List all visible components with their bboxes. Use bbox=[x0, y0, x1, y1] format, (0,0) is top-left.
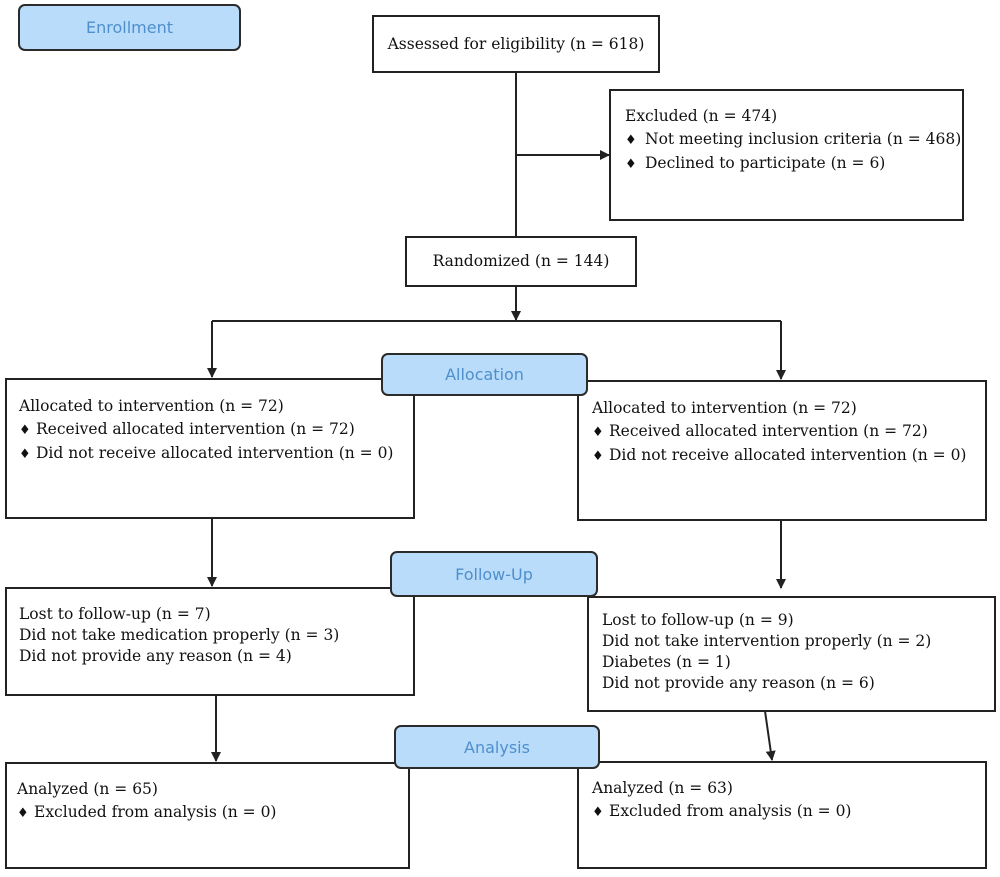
arrow-right-followup-to-analysis bbox=[764, 710, 776, 761]
allocation-right-item: ♦Received allocated intervention (n = 72… bbox=[592, 420, 985, 444]
bullet-icon: ♦ bbox=[17, 806, 29, 821]
allocation-left-item: ♦Received allocated intervention (n = 72… bbox=[19, 418, 413, 442]
followup-left-box: Lost to follow-up (n = 7) Did not take m… bbox=[5, 587, 415, 696]
analysis-left-title: Analyzed (n = 65) bbox=[17, 780, 158, 798]
allocation-left-item: ♦Did not receive allocated intervention … bbox=[19, 442, 413, 466]
analysis-right-item: ♦Excluded from analysis (n = 0) bbox=[592, 800, 985, 824]
followup-left-line: Did not provide any reason (n = 4) bbox=[19, 647, 292, 665]
randomized-text: Randomized (n = 144) bbox=[432, 252, 610, 270]
followup-right-line: Diabetes (n = 1) bbox=[602, 653, 731, 671]
assessed-text: Assessed for eligibility (n = 618) bbox=[387, 34, 645, 53]
stage-label-analysis: Analysis bbox=[394, 725, 600, 769]
stage-label-follow-up: Follow-Up bbox=[390, 551, 598, 597]
bullet-icon: ♦ bbox=[19, 447, 31, 462]
analysis-right-title: Analyzed (n = 63) bbox=[592, 779, 733, 797]
excluded-item: ♦Declined to participate (n = 6) bbox=[625, 152, 962, 176]
bullet-icon: ♦ bbox=[625, 133, 637, 148]
excluded-item: ♦Not meeting inclusion criteria (n = 468… bbox=[625, 128, 962, 152]
stage-label-enrollment: Enrollment bbox=[18, 4, 241, 51]
followup-right-line: Did not provide any reason (n = 6) bbox=[602, 674, 875, 692]
excluded-box: Excluded (n = 474) ♦Not meeting inclusio… bbox=[609, 89, 964, 221]
followup-right-box: Lost to follow-up (n = 9) Did not take i… bbox=[587, 596, 996, 712]
excluded-title: Excluded (n = 474) bbox=[625, 107, 778, 125]
analysis-right-box: Analyzed (n = 63) ♦Excluded from analysi… bbox=[577, 761, 987, 869]
stage-label-allocation: Allocation bbox=[381, 353, 588, 396]
allocation-right-title: Allocated to intervention (n = 72) bbox=[592, 399, 857, 417]
randomized-box: Randomized (n = 144) bbox=[405, 236, 637, 287]
followup-right-line: Lost to follow-up (n = 9) bbox=[602, 611, 794, 629]
bullet-icon: ♦ bbox=[592, 449, 604, 464]
bullet-icon: ♦ bbox=[592, 805, 604, 820]
analysis-left-item: ♦Excluded from analysis (n = 0) bbox=[17, 801, 408, 825]
analysis-left-box: Analyzed (n = 65) ♦Excluded from analysi… bbox=[5, 762, 410, 869]
followup-left-line: Lost to follow-up (n = 7) bbox=[19, 605, 211, 623]
assessed-box: Assessed for eligibility (n = 618) bbox=[372, 15, 660, 73]
allocation-right-item: ♦Did not receive allocated intervention … bbox=[592, 444, 985, 468]
followup-right-line: Did not take intervention properly (n = … bbox=[602, 632, 932, 650]
allocation-left-title: Allocated to intervention (n = 72) bbox=[19, 397, 284, 415]
followup-left-line: Did not take medication properly (n = 3) bbox=[19, 626, 340, 644]
allocation-left-box: Allocated to intervention (n = 72) ♦Rece… bbox=[5, 378, 415, 519]
bullet-icon: ♦ bbox=[592, 425, 604, 440]
bullet-icon: ♦ bbox=[19, 423, 31, 438]
bullet-icon: ♦ bbox=[625, 157, 637, 172]
allocation-right-box: Allocated to intervention (n = 72) ♦Rece… bbox=[577, 380, 987, 521]
